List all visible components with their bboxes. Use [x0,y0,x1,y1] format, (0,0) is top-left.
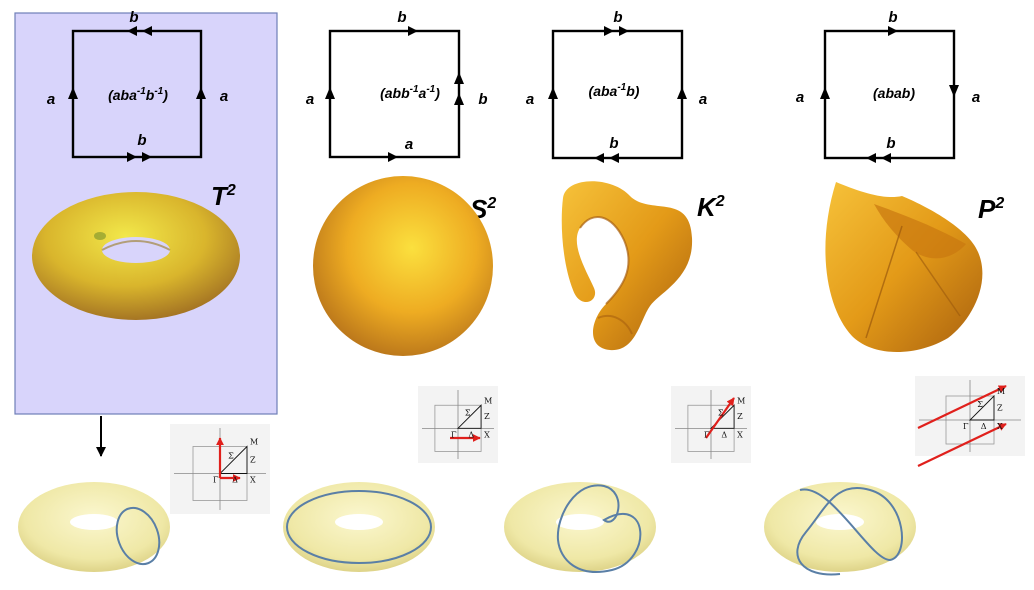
label-bottom: b [609,135,618,152]
label-right: a [699,91,707,108]
arrow-left [68,87,78,99]
arrow-right [677,87,687,99]
label-right: a [220,88,228,105]
brillouin-zone-inset-3: Γ Δ Σ XZM [671,386,751,463]
label-bottom: a [405,136,413,153]
word-label: (abab) [873,85,915,101]
label-top: b [613,9,622,26]
double-arrow-bottom [127,152,152,162]
polygon-torus: b b a a (aba-1b-1) [47,9,228,162]
surface-label-torus: T2 [211,181,236,211]
arrow-right [196,87,206,99]
curve-loop [556,484,642,573]
word-label: (abb-1a-1) [380,84,440,101]
label-bottom: b [886,135,895,152]
bz-m-label: M [997,387,1005,396]
bz-delta-label: Δ [981,422,987,431]
bz-delta-label: Δ [468,430,474,439]
surface-label-projective: P2 [978,194,1004,224]
double-arrow-bottom [594,153,619,163]
polygon-projective: b b a a (abab) [796,9,980,163]
arrow-left [820,87,830,99]
bz-gamma-label: Γ [213,476,219,485]
bottom-torus-4 [764,482,916,576]
word-label: (aba-1b-1) [108,86,168,103]
label-right: b [478,91,487,108]
bz-x-label: X [484,430,490,439]
curve-loop [115,506,161,566]
brillouin-zone-inset-1: Γ Δ Σ X ZM [170,424,270,514]
double-arrow-top [127,26,152,36]
double-arrow-right [454,72,464,105]
label-top: b [397,9,406,26]
surface-label-klein: K2 [697,192,725,222]
bz-z-label: Z [250,456,256,465]
label-left: a [47,91,55,108]
label-left: a [306,91,314,108]
brillouin-zone-inset-2: Γ Δ Σ XZM [418,386,498,463]
brillouin-zone-inset-4: Γ Δ Σ X ZM [915,376,1025,467]
arrow-top [888,26,898,36]
bz-delta-label: Δ [721,430,727,439]
bz-delta-label: Δ [232,476,238,485]
bottom-torus-3 [504,482,656,573]
bz-gamma-label: Γ [963,422,969,431]
bz-gamma-label: Γ [451,430,457,439]
arrow-top [408,26,418,36]
polygon-klein: b b a a (aba-1b) [526,9,707,163]
label-left: a [526,91,534,108]
bz-sigma-label: Σ [977,400,983,409]
label-top: b [888,9,897,26]
sphere-surface [313,176,493,356]
bz-z-label: Z [484,412,490,421]
bz-x-label: X [737,430,743,439]
bz-x-label: X [250,476,256,485]
label-left: a [796,89,804,106]
arrow-left [548,87,558,99]
bz-m-label: M [250,438,258,447]
arrow-bottom [388,152,398,162]
bz-x-label: X [997,422,1003,431]
label-bottom: b [137,132,146,149]
projective-plane-surface [825,182,983,352]
curve-loop [286,490,432,564]
bz-m-label: M [737,396,745,405]
label-top: b [129,9,138,26]
bz-z-label: Z [737,412,743,421]
double-arrow-top [604,26,629,36]
curve-loop [796,487,903,576]
polygon-sphere: b a a b (abb-1a-1) [306,9,488,162]
torus-surface [32,192,240,320]
word-label: (aba-1b) [589,82,640,99]
label-right: a [972,89,980,106]
bz-sigma-label: Σ [465,409,471,418]
arrow-right-down [949,85,959,97]
klein-bottle-surface [561,181,693,351]
bz-sigma-label: Σ [228,452,234,461]
bottom-torus-1 [18,482,170,572]
bz-m-label: M [484,396,492,405]
double-arrow-bottom [866,153,891,163]
bz-sigma-label: Σ [718,409,724,418]
arrow-left [325,87,335,99]
bz-gamma-label: Γ [704,430,710,439]
bottom-torus-2 [283,482,435,572]
bz-z-label: Z [997,403,1003,412]
